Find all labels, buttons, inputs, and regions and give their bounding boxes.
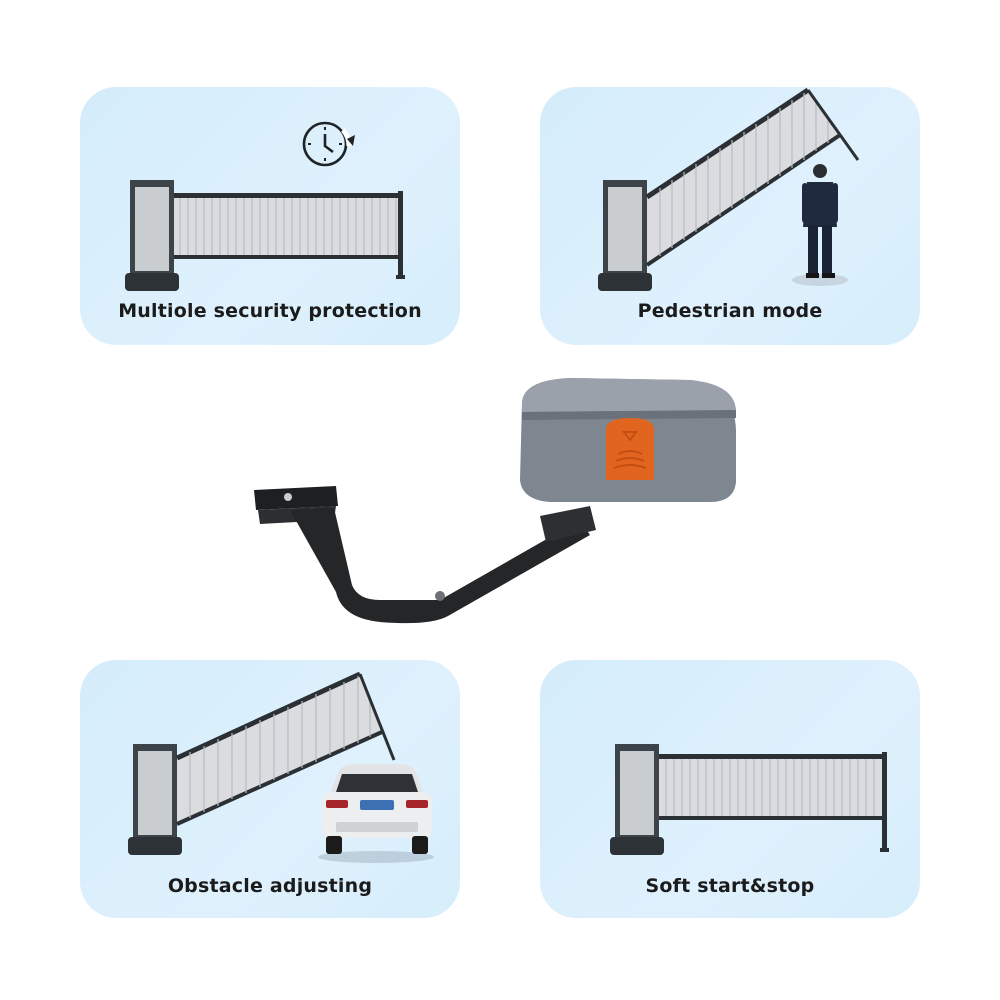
barrier-gate-closed-illustration: [125, 121, 405, 291]
feature-card-security: Multiole security protection: [80, 87, 460, 345]
gate-icon: [610, 744, 889, 855]
feature-label: Soft start&stop: [645, 875, 815, 897]
feature-label: Pedestrian mode: [637, 300, 823, 322]
clock-icon: [302, 121, 355, 167]
motor-button: [606, 418, 654, 480]
gate-closed: [610, 744, 889, 855]
feature-card-pedestrian: Pedestrian mode: [540, 87, 920, 345]
feature-card-soft-start: Soft start&stop: [540, 660, 920, 918]
barrier-gate-open-illustration: [598, 87, 860, 291]
swing-gate-opener-illustration: [254, 378, 736, 624]
gate-closed: [125, 180, 405, 291]
barrier-gate-obstacle-illustration: [128, 671, 434, 863]
gate-raised: [598, 87, 860, 291]
feature-card-obstacle: Obstacle adjusting: [80, 660, 460, 918]
person-icon: [792, 164, 848, 286]
motor-arm: [290, 506, 596, 624]
gate-raised-partial: [128, 671, 396, 855]
motor-housing: [520, 378, 736, 502]
feature-label: Multiole security protection: [118, 300, 422, 322]
feature-label: Obstacle adjusting: [167, 875, 373, 897]
car-icon: [318, 764, 434, 863]
